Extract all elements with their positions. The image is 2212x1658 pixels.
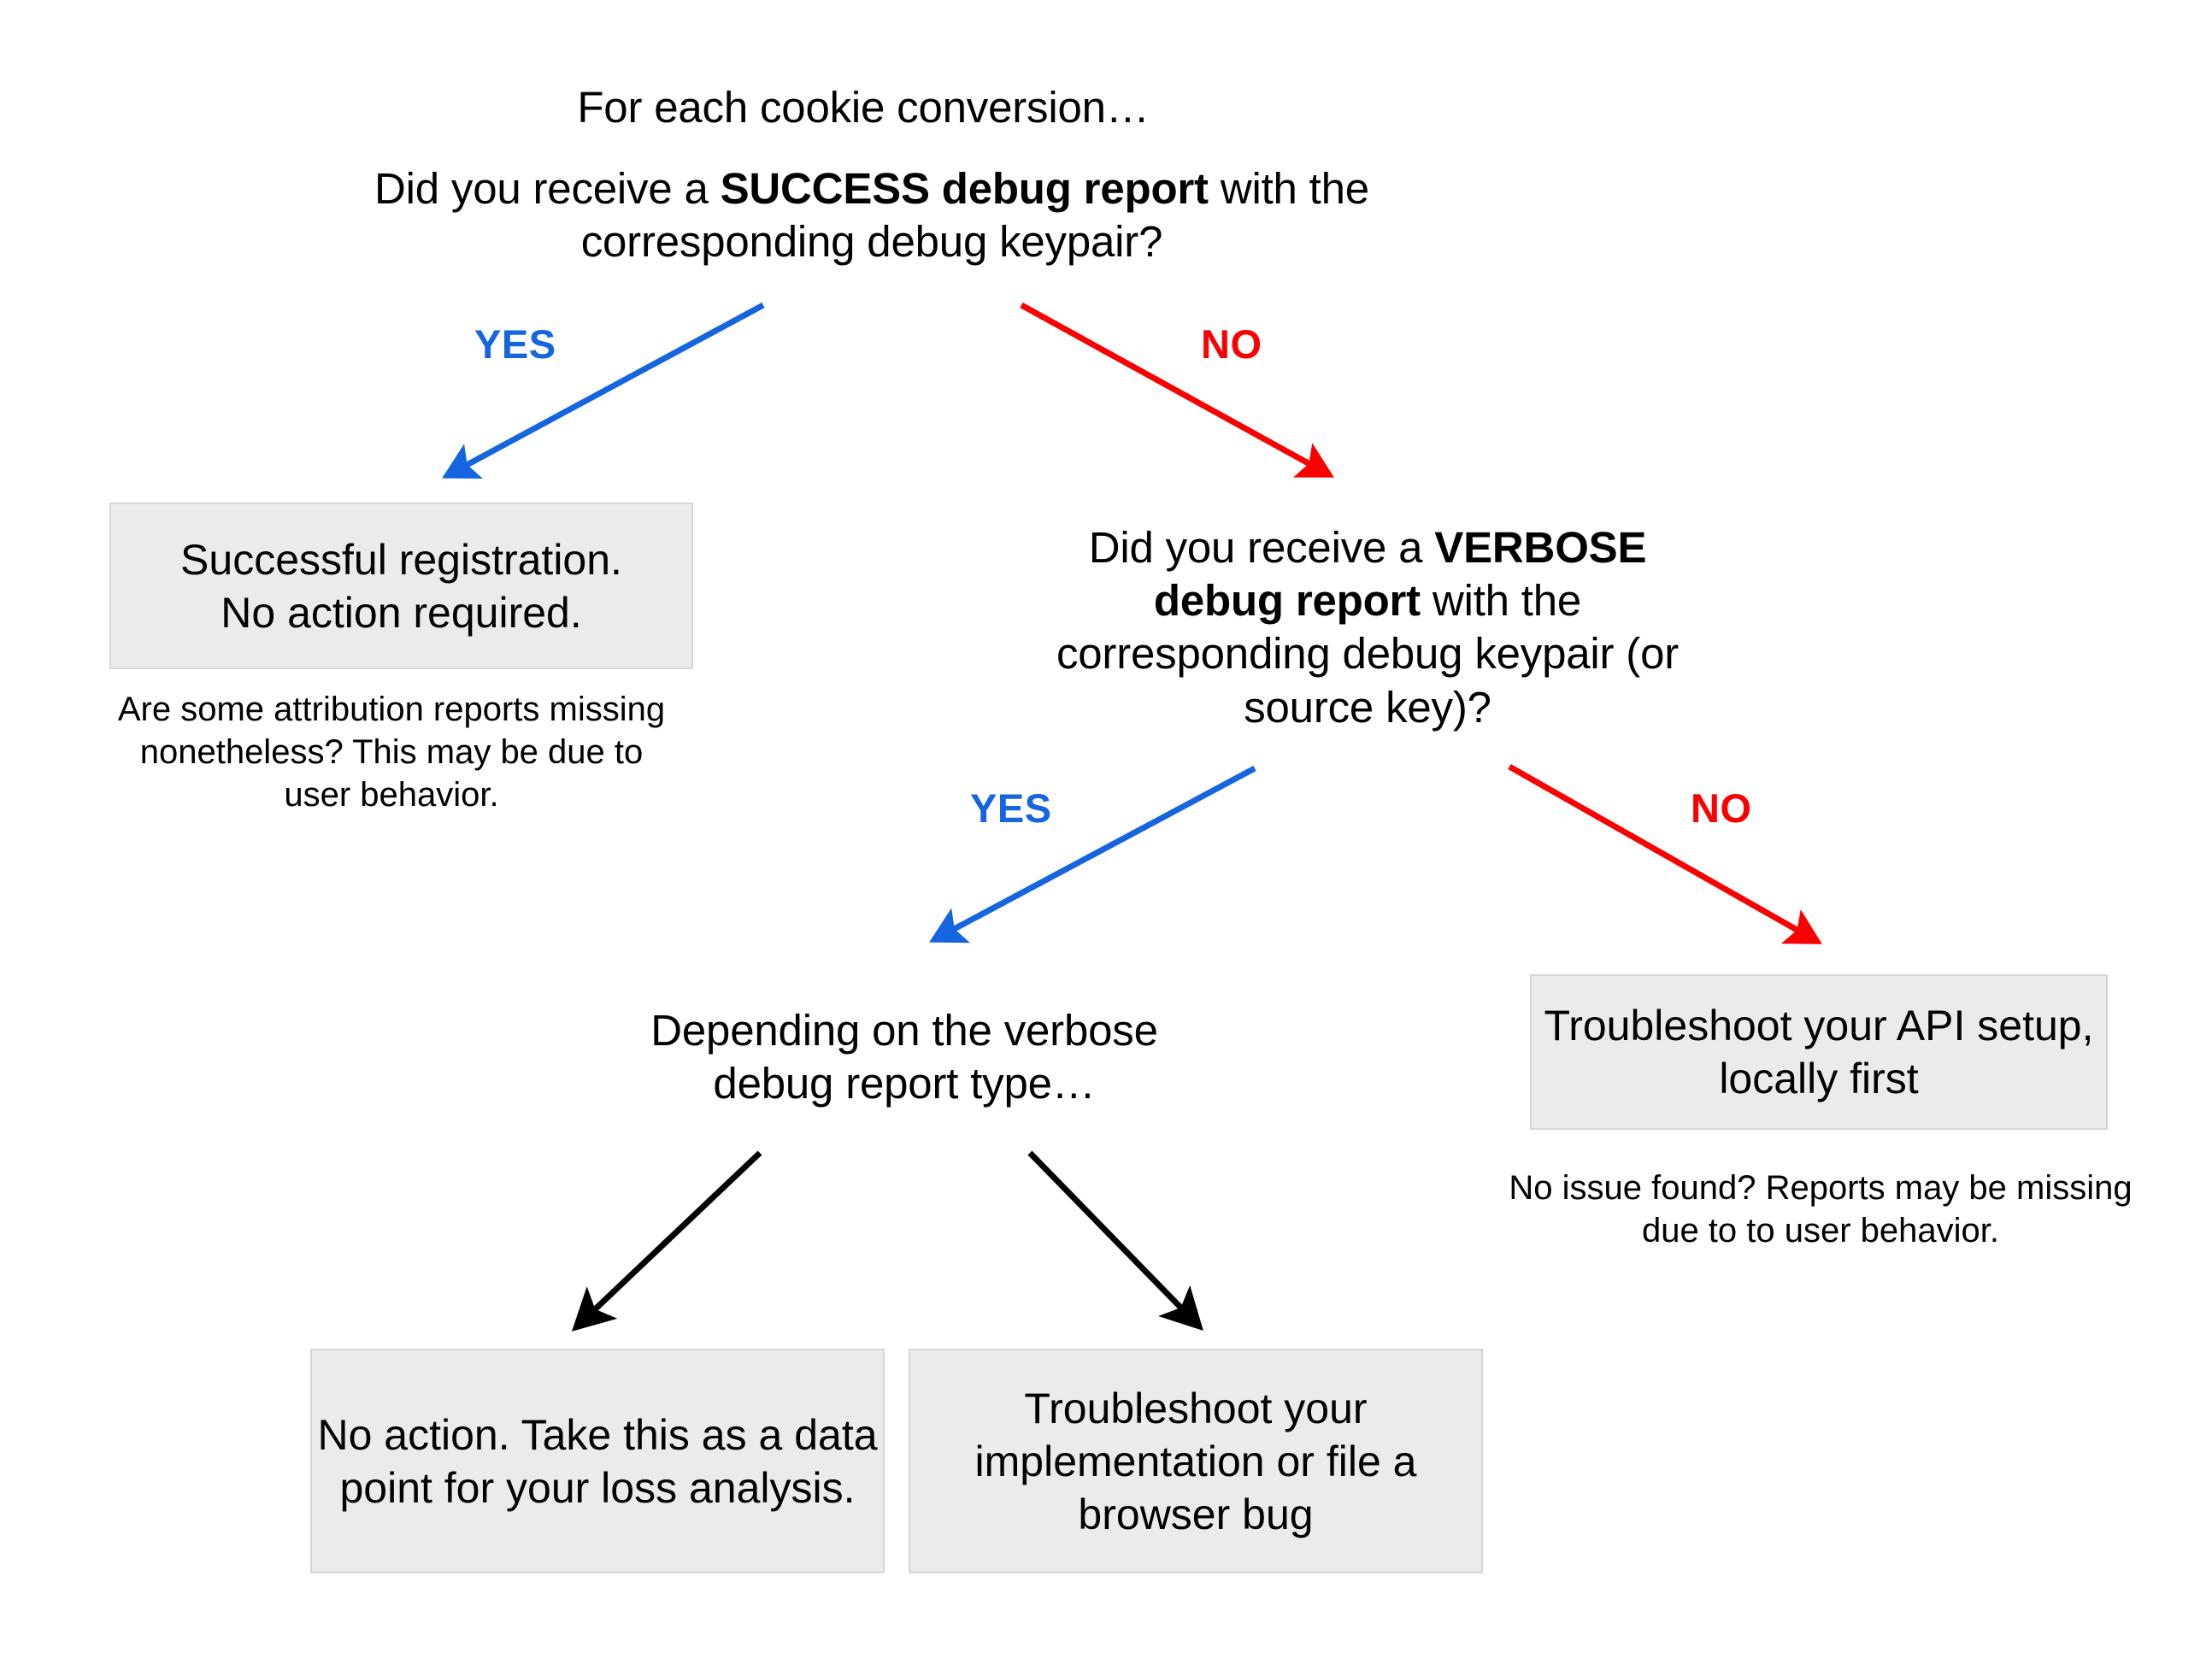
verbose-question-bold: VERBOSE debug report	[1153, 523, 1647, 626]
box-troubleshoot-api-setup[interactable]: Troubleshoot your API setup, locally fir…	[1530, 974, 2108, 1130]
verbose-question-part1: Did you receive a	[1088, 523, 1435, 572]
caption-attribution-reports-missing: Are some attribution reports missing non…	[117, 691, 666, 814]
box-successful-registration[interactable]: Successful registration. No action requi…	[109, 503, 693, 669]
arrow-no-1	[1020, 302, 1334, 479]
edge-label-yes-2: YES	[970, 785, 1052, 831]
box-troubleshoot-implementation[interactable]: Troubleshoot your implementation or file…	[909, 1349, 1483, 1573]
root-question-part2: with the corresponding debug keypair?	[580, 164, 1369, 267]
depending-on-verbose-type-text: Depending on the verbose debug report ty…	[650, 1006, 1158, 1108]
arrow-no-2	[1508, 763, 1822, 945]
box-no-action-loss-analysis[interactable]: No action. Take this as a data point for…	[310, 1349, 885, 1573]
verbose-question-text: Did you receive a VERBOSE debug report w…	[1034, 521, 1701, 734]
caption-no-issue-found: No issue found? Reports may be missing d…	[1509, 1169, 2133, 1249]
edge-label-no-1: NO	[1201, 321, 1262, 367]
verbose-question-part2: with the corresponding debug keypair (or…	[1056, 576, 1680, 732]
arrow-to-no-action	[571, 1150, 762, 1332]
root-question-text: Did you receive a SUCCESS debug report w…	[316, 162, 1427, 268]
edge-label-no-2: NO	[1691, 785, 1752, 831]
root-question-bold: SUCCESS debug report	[720, 164, 1209, 213]
arrow-to-implementation	[1027, 1150, 1203, 1332]
edge-label-yes-1: YES	[474, 321, 556, 367]
root-intro-text: For each cookie conversion…	[577, 83, 1150, 132]
root-question-part1: Did you receive a	[374, 164, 721, 213]
